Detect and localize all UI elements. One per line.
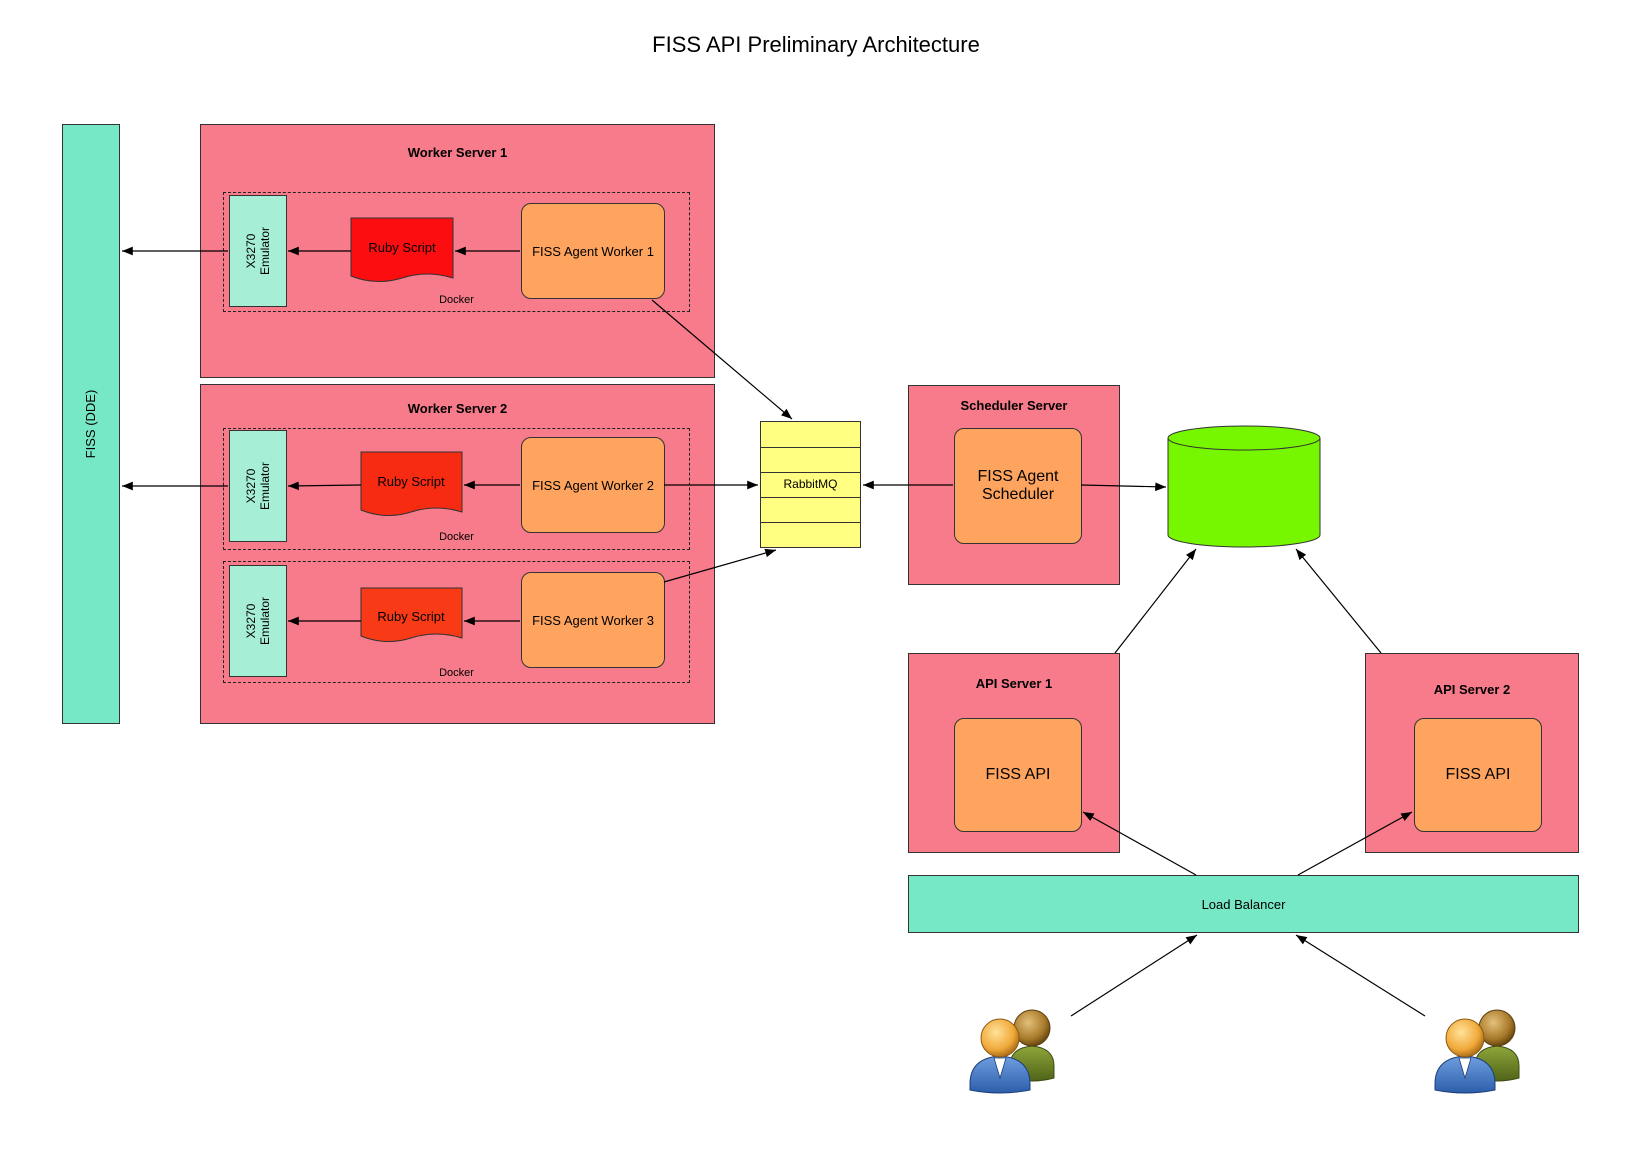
arrow-api1-to-postgres [1114,548,1197,654]
rabbitmq-queue: RabbitMQ [760,421,861,548]
agent-label: FISS Agent Worker 2 [532,477,654,493]
fiss-api-2: FISS API [1414,718,1542,832]
arrow-api2-to-postgres [1295,548,1382,654]
worker-server-1-title: Worker Server 1 [407,145,508,160]
arrow-users-to-lb-left [1070,934,1198,1017]
fiss-agent-worker-2: FISS Agent Worker 2 [521,437,665,533]
postgresql-label: PostgreSQL [1200,484,1288,501]
emulator-label: X3270 Emulator [244,461,272,511]
fiss-dde-label: FISS (DDE) [83,389,98,459]
x3270-emulator-1: X3270 Emulator [229,195,287,307]
fiss-api-label: FISS API [985,766,1051,783]
docker-container-3: Docker [223,561,690,683]
scheduler-server-title: Scheduler Server [960,398,1068,413]
fiss-api-1: FISS API [954,718,1082,832]
load-balancer: Load Balancer [908,875,1579,933]
worker-server-1: Worker Server 1 Docker X3270 Emulator FI… [200,124,715,378]
queue-divider [761,472,860,473]
docker-container-1: Docker [223,192,690,312]
api-server-1-title: API Server 1 [975,676,1053,691]
fiss-api-label: FISS API [1445,766,1511,783]
queue-divider [761,522,860,523]
docker-label: Docker [439,667,474,679]
x3270-emulator-3: X3270 Emulator [229,565,287,677]
queue-divider [761,497,860,498]
worker-server-2-title: Worker Server 2 [407,401,508,416]
load-balancer-label: Load Balancer [1201,896,1286,912]
arrow-users-to-lb-right [1295,934,1426,1017]
docker-label: Docker [439,294,474,306]
docker-container-2: Docker [223,428,690,550]
agent-label: FISS Agent Worker 3 [532,612,654,628]
api-server-2-title: API Server 2 [1433,682,1511,697]
users-icon [969,1009,1055,1094]
fiss-agent-worker-3: FISS Agent Worker 3 [521,572,665,668]
fiss-dde-system: FISS (DDE) [62,124,120,724]
diagram-title: FISS API Preliminary Architecture [652,32,980,57]
scheduler-agent-label: FISS Agent Scheduler [977,468,1059,503]
fiss-agent-scheduler: FISS Agent Scheduler [954,428,1082,544]
api-server-2: API Server 2 FISS API [1365,653,1579,853]
agent-label: FISS Agent Worker 1 [532,243,654,259]
fiss-agent-worker-1: FISS Agent Worker 1 [521,203,665,299]
x3270-emulator-2: X3270 Emulator [229,430,287,542]
api-server-1: API Server 1 FISS API [908,653,1120,853]
queue-divider [761,447,860,448]
emulator-label: X3270 Emulator [244,226,272,276]
rabbitmq-label: RabbitMQ [783,477,838,491]
worker-server-2: Worker Server 2 Docker X3270 Emulator FI… [200,384,715,724]
emulator-label: X3270 Emulator [244,596,272,646]
users-icon [1434,1009,1520,1094]
docker-label: Docker [439,531,474,543]
scheduler-server: Scheduler Server FISS Agent Scheduler [908,385,1120,585]
